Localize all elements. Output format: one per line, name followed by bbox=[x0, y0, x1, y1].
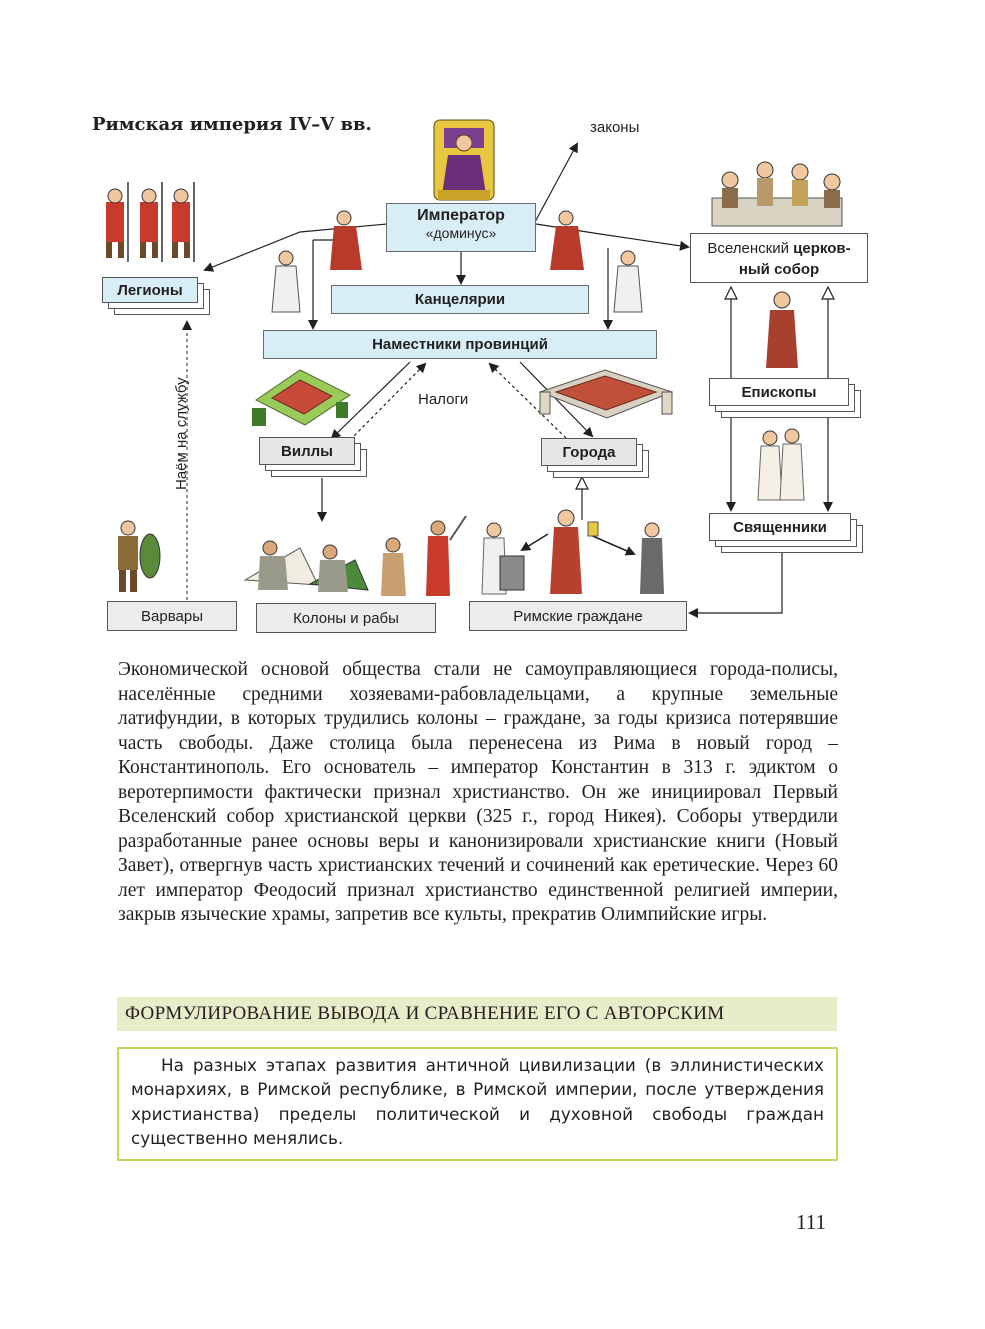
villas-stack: Виллы bbox=[259, 437, 367, 477]
hire-label: Наём на службу bbox=[173, 377, 190, 490]
conclusion-box: На разных этапах развития античной цивил… bbox=[117, 1047, 838, 1161]
emperor-illustration bbox=[433, 119, 495, 201]
body-paragraph: Экономической основой общества стали не … bbox=[118, 658, 838, 928]
cities-stack: Города bbox=[541, 438, 649, 478]
cities-box: Города bbox=[541, 438, 637, 466]
arrow-villas bbox=[330, 361, 411, 440]
arrow-taxes-cities bbox=[488, 362, 567, 439]
bishops-stack: Епископы bbox=[709, 378, 861, 418]
villas-box: Виллы bbox=[259, 437, 355, 465]
citizens-box: Римские граждане bbox=[469, 601, 690, 634]
legions-box: Легионы bbox=[102, 277, 198, 303]
empire-diagram: Наём на службу Налоги Римская империя IV… bbox=[0, 0, 985, 650]
citizens-illustration bbox=[481, 509, 664, 595]
council-line1: Вселенский bbox=[707, 240, 789, 257]
villa-illustration bbox=[252, 369, 351, 426]
council-box: Вселенский церков- ный собор bbox=[690, 233, 868, 283]
arrow-legions bbox=[203, 223, 388, 272]
legions-stack: Легионы bbox=[102, 277, 210, 315]
arrow-taxes-villas bbox=[349, 362, 427, 441]
governor-right-illustration bbox=[613, 250, 643, 313]
arrow-laws bbox=[534, 142, 578, 223]
governor-left-illustration bbox=[271, 250, 301, 313]
council-line1-bold: церков- bbox=[793, 240, 851, 257]
conclusion-text: На разных этапах развития античной цивил… bbox=[131, 1055, 824, 1149]
body-text: Экономической основой общества стали не … bbox=[118, 659, 838, 925]
coloni-box: Колоны и рабы bbox=[256, 603, 439, 636]
chancellery-box: Канцелярии bbox=[331, 285, 589, 314]
barbarian-illustration bbox=[118, 520, 161, 592]
arrow-cities bbox=[519, 361, 594, 438]
diagram-arrows: Наём на службу Налоги bbox=[106, 119, 843, 618]
barbarians-box: Варвары bbox=[107, 601, 240, 634]
bishops-box: Епископы bbox=[709, 378, 849, 406]
arrow-priests-citizens bbox=[688, 550, 783, 618]
emperor-title: Император bbox=[417, 207, 505, 224]
laws-label: законы bbox=[590, 119, 640, 136]
council-illustration bbox=[711, 161, 843, 227]
priests-illustration bbox=[757, 428, 805, 501]
emperor-box: Император «доминус» bbox=[386, 203, 536, 252]
city-illustration bbox=[538, 369, 674, 419]
legionaries-illustration bbox=[106, 182, 195, 262]
priests-stack: Священники bbox=[709, 513, 863, 553]
council-line2: ный собор bbox=[738, 261, 820, 278]
priests-box: Священники bbox=[709, 513, 851, 541]
coloni-illustration bbox=[243, 515, 467, 596]
emperor-subtitle: «доминус» bbox=[425, 225, 497, 241]
diagram-title: Римская империя IV–V вв. bbox=[92, 114, 372, 135]
governors-box: Наместники провинций bbox=[263, 330, 657, 359]
official-right-illustration bbox=[550, 210, 584, 270]
official-left-illustration bbox=[330, 210, 362, 270]
taxes-label: Налоги bbox=[418, 391, 468, 408]
bishop-illustration bbox=[766, 291, 798, 368]
page-number: 111 bbox=[796, 1210, 826, 1234]
section-heading: ФОРМУЛИРОВАНИЕ ВЫВОДА И СРАВНЕНИЕ ЕГО С … bbox=[117, 997, 837, 1031]
